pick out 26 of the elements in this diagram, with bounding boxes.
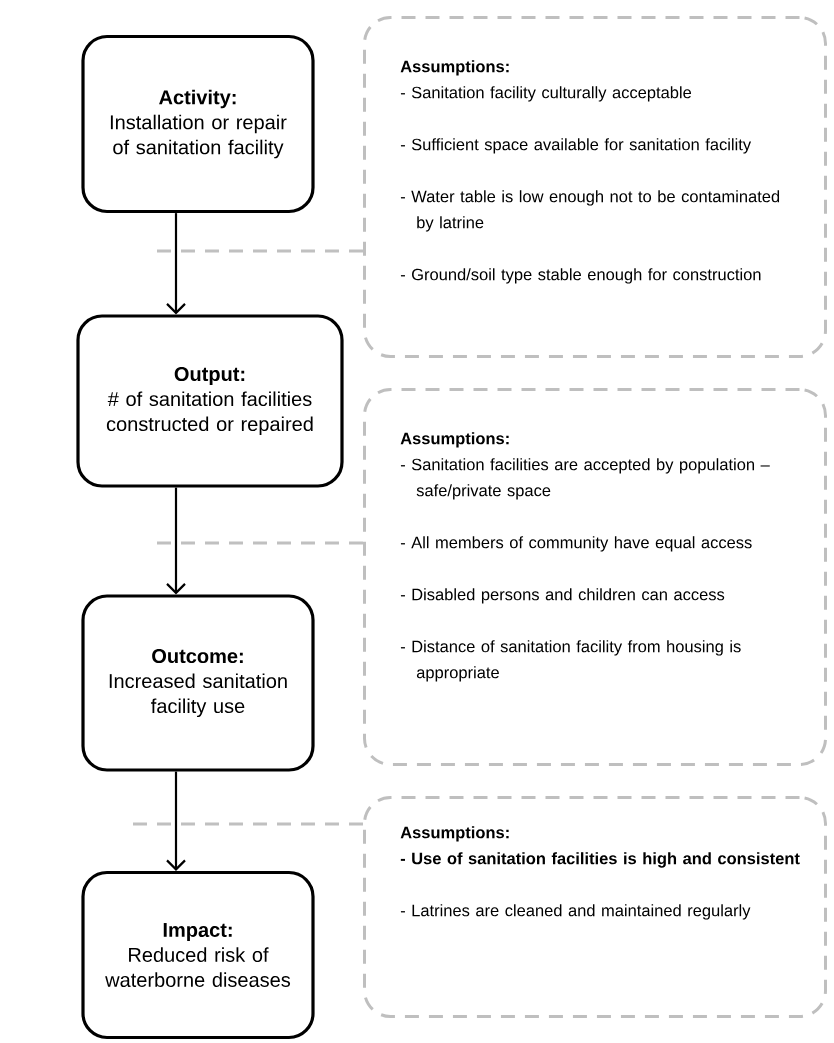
assumptions-heading: Assumptions: [400, 826, 509, 842]
arrow [166, 771, 186, 871]
process-box: Impact: Reduced risk of waterborne diseases [81, 870, 315, 1040]
arrow [166, 487, 186, 595]
assumptions-heading: Assumptions: [400, 432, 509, 448]
leader-line [155, 541, 363, 545]
process-box: Activity: Installation or repair of sanitation facility [81, 34, 315, 214]
assumption-box [363, 796, 827, 1018]
leader-line [155, 249, 363, 253]
arrow [166, 213, 186, 315]
assumption-item: - Latrines are cleaned and maintained regularly [400, 904, 751, 920]
assumption-box [363, 388, 827, 766]
assumption-item: - All members of community have equal access [400, 536, 752, 552]
leader-line [133, 822, 363, 826]
assumption-box [363, 16, 827, 358]
assumption-item: - Ground/soil type stable enough for construction [400, 268, 761, 284]
assumption-item: - Water table is low enough not to be contaminated by latrine [400, 190, 780, 232]
assumption-item: - Sanitation facility culturally acceptable [400, 86, 692, 102]
process-box: Outcome: Increased sanitation facility use [81, 594, 315, 772]
assumption-item: - Sanitation facilities are accepted by population – safe/private space [400, 458, 770, 500]
assumption-item: - Disabled persons and children can access [400, 588, 725, 604]
assumption-item: - Use of sanitation facilities is high and consistent [400, 852, 800, 868]
assumptions-heading: Assumptions: [400, 60, 509, 76]
process-box: Output: # of sanitation facilities constructed or repaired [76, 314, 344, 488]
assumption-item: - Sufficient space available for sanitation facility [400, 138, 752, 154]
assumption-item: - Distance of sanitation facility from housing is appropriate [400, 640, 741, 682]
